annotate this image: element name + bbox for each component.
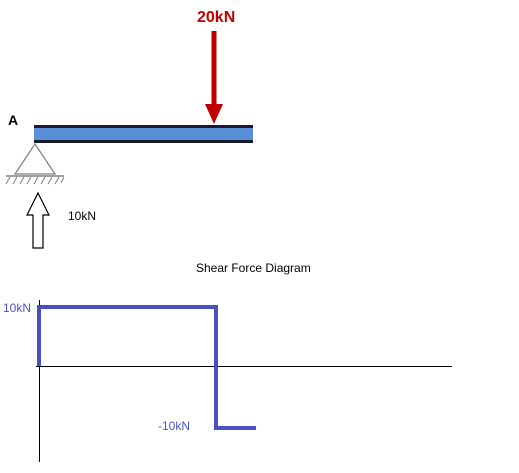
sfd-negative-label: -10kN [158,419,190,433]
beam-body [34,126,253,142]
point-load-label: 20kN [197,9,235,26]
support-label: A [8,112,18,128]
sfd-shear-line [37,305,256,430]
reaction-arrow-icon [26,191,50,249]
point-load: 20kN [197,9,235,124]
reaction-force: 10kN [26,191,96,249]
pin-support-triangle [13,142,57,175]
sfd-axes [36,300,452,462]
ground-hatch [5,176,65,185]
sfd-title: Shear Force Diagram [196,261,311,275]
reaction-label: 10kN [68,209,96,223]
beam [34,125,253,143]
sfd-positive-label: 10kN [3,301,31,315]
pin-support [5,142,65,185]
point-load-arrow-head [205,104,223,124]
